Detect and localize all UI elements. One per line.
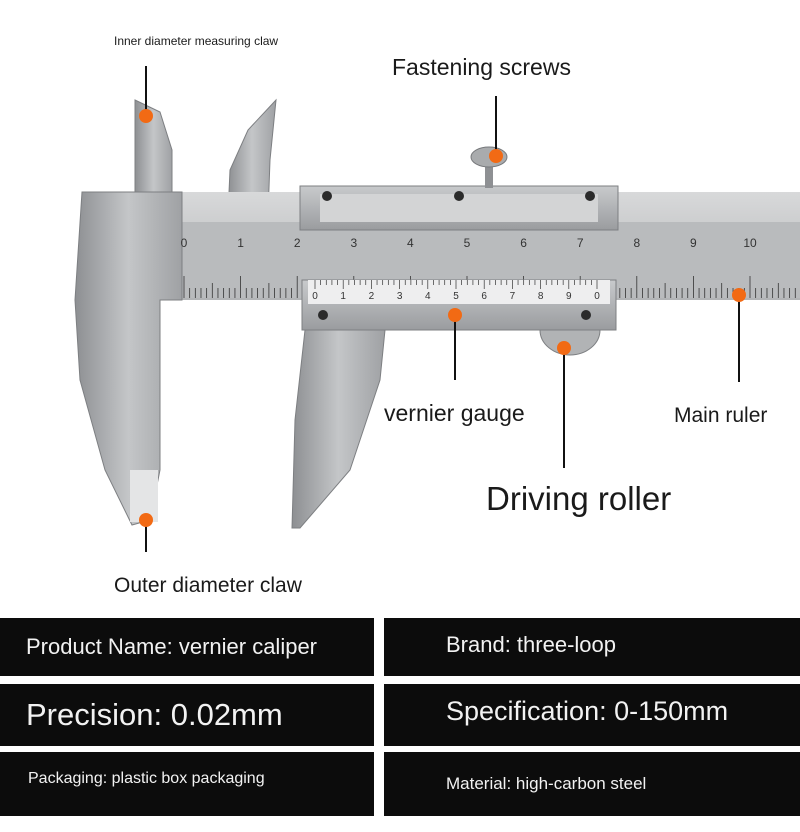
vernier-scale-label: 6 <box>481 291 487 302</box>
spec-specification: Specification: 0-150mm <box>384 684 800 746</box>
marker-vernier <box>448 308 462 322</box>
movable-outer-jaw <box>291 329 386 529</box>
main-scale-label: 5 <box>464 236 471 250</box>
marker-fastening-screw <box>489 149 503 163</box>
label-inner-claw: Inner diameter measuring claw <box>110 32 283 50</box>
vernier-scale-label: 2 <box>369 291 375 302</box>
main-scale-label: 6 <box>520 236 527 250</box>
main-scale-numbers: 0 1 2 3 4 5 6 7 8 9 10 <box>181 236 757 250</box>
vernier-scale-label: 5 <box>453 291 459 302</box>
main-scale-label: 8 <box>633 236 640 250</box>
vernier-scale-label: 0 <box>312 291 318 302</box>
caliper-illustration: 0 1 2 3 4 5 6 7 8 9 10 0 1 2 3 4 5 6 7 8 9 0 <box>74 66 800 552</box>
vernier-scale-label: 4 <box>425 291 431 302</box>
vernier-scale-label: 1 <box>340 291 346 302</box>
label-fastening-screws: Fastening screws <box>388 52 575 83</box>
spec-product-name: Product Name: vernier caliper <box>0 618 374 676</box>
spec-precision: Precision: 0.02mm <box>0 684 374 746</box>
main-scale-label: 3 <box>350 236 357 250</box>
marker-main-ruler <box>732 288 746 302</box>
vernier-scale-label: 0 <box>594 291 600 302</box>
driving-roller <box>539 329 601 356</box>
vernier-scale-label: 8 <box>538 291 544 302</box>
marker-roller <box>557 341 571 355</box>
main-scale-label: 4 <box>407 236 414 250</box>
marker-inner-claw <box>139 109 153 123</box>
vernier-ticks <box>314 280 598 289</box>
marker-dots <box>139 109 746 527</box>
label-vernier-gauge: vernier gauge <box>380 398 529 429</box>
main-scale-label: 2 <box>294 236 301 250</box>
fixed-outer-jaw <box>74 191 183 526</box>
main-scale-label: 10 <box>743 236 757 250</box>
main-scale-label: 7 <box>577 236 584 250</box>
spec-brand: Brand: three-loop <box>384 618 800 676</box>
label-driving-roller: Driving roller <box>480 478 678 520</box>
spec-packaging: Packaging: plastic box packaging <box>0 752 374 816</box>
vernier-scale-label: 9 <box>566 291 572 302</box>
marker-outer-claw <box>139 513 153 527</box>
main-scale-label: 9 <box>690 236 697 250</box>
vernier-scale-label: 3 <box>397 291 403 302</box>
spec-material: Material: high-carbon steel <box>384 752 800 816</box>
vernier-numbers: 0 1 2 3 4 5 6 7 8 9 0 <box>312 291 600 302</box>
label-main-ruler: Main ruler <box>670 402 772 430</box>
main-scale-label: 1 <box>237 236 244 250</box>
label-outer-claw: Outer diameter claw <box>110 572 306 600</box>
main-scale-label: 0 <box>181 236 188 250</box>
vernier-scale-label: 7 <box>510 291 516 302</box>
